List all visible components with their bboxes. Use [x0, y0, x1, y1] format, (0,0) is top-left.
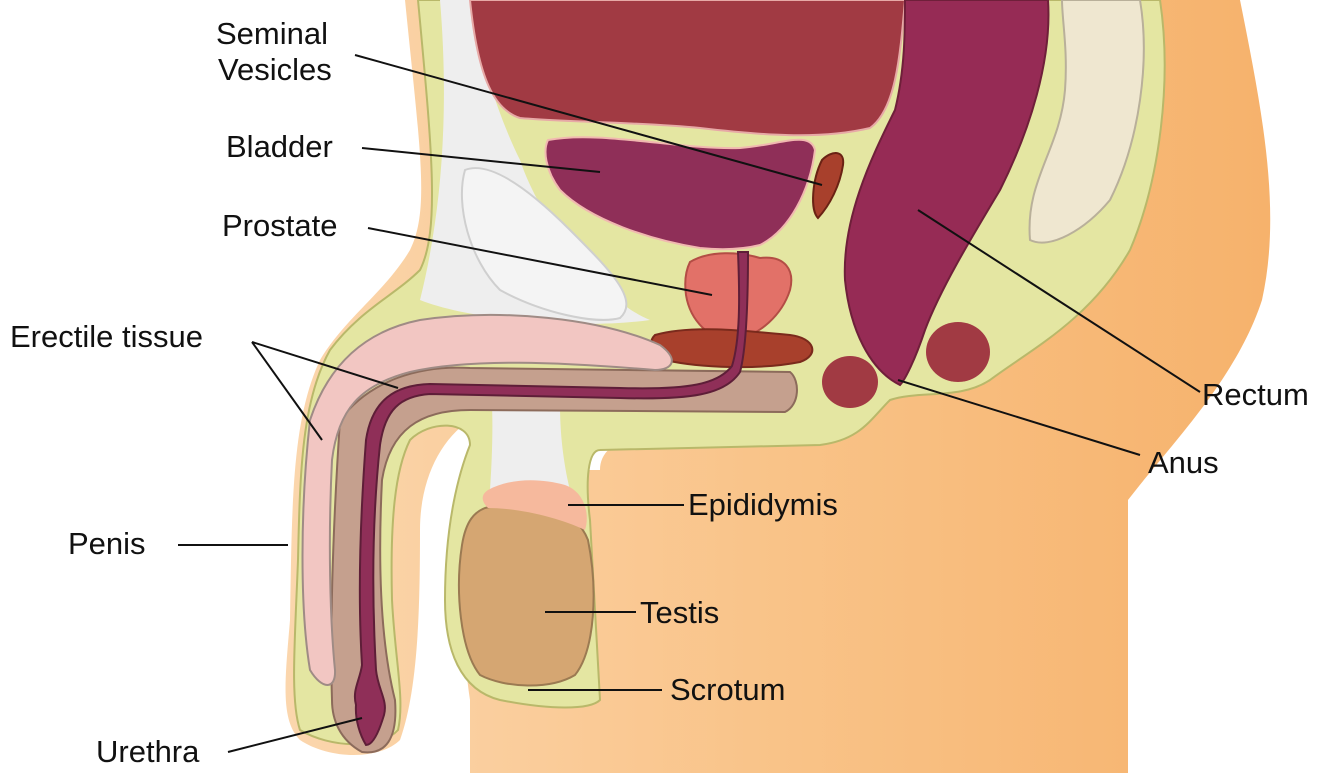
- label-erectile-tissue: Erectile tissue: [10, 319, 203, 354]
- testis-organ: [459, 504, 594, 686]
- anal-sphincter-back: [926, 322, 990, 382]
- label-testis: Testis: [640, 595, 719, 630]
- label-urethra: Urethra: [96, 734, 200, 769]
- label-epididymis: Epididymis: [688, 487, 838, 522]
- label-scrotum: Scrotum: [670, 672, 785, 707]
- pelvic-floor-muscle: [651, 329, 812, 367]
- label-seminal-vesicles-line1: Seminal: [216, 16, 328, 51]
- label-bladder: Bladder: [226, 129, 333, 164]
- label-penis: Penis: [68, 526, 146, 561]
- label-seminal-vesicles-line2: Vesicles: [218, 52, 332, 87]
- connective-tissue-scrotal-cord: [490, 405, 570, 490]
- label-rectum: Rectum: [1202, 377, 1309, 412]
- intestine-organ: [470, 0, 905, 135]
- anal-sphincter-front: [822, 356, 878, 408]
- label-anus: Anus: [1148, 445, 1219, 480]
- label-prostate: Prostate: [222, 208, 337, 243]
